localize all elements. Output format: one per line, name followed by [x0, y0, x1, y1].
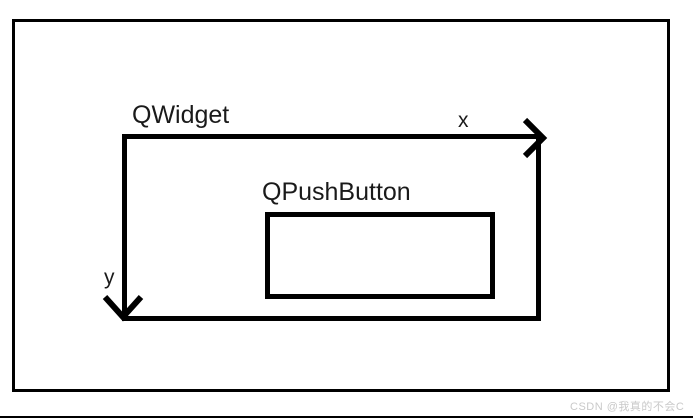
outer-border-frame [12, 19, 670, 392]
x-axis-label: x [458, 109, 469, 132]
qpushbutton-rectangle [265, 212, 495, 299]
y-axis-label: y [104, 266, 115, 289]
csdn-watermark: CSDN @我真的不会C [570, 401, 685, 413]
qwidget-rectangle [122, 134, 541, 321]
x-axis-arrowhead-icon [522, 117, 548, 159]
qwidget-label: QWidget [132, 101, 230, 129]
bottom-rule-divider [0, 416, 693, 418]
qpushbutton-label: QPushButton [262, 178, 411, 206]
y-axis-arrowhead-icon [102, 294, 144, 322]
